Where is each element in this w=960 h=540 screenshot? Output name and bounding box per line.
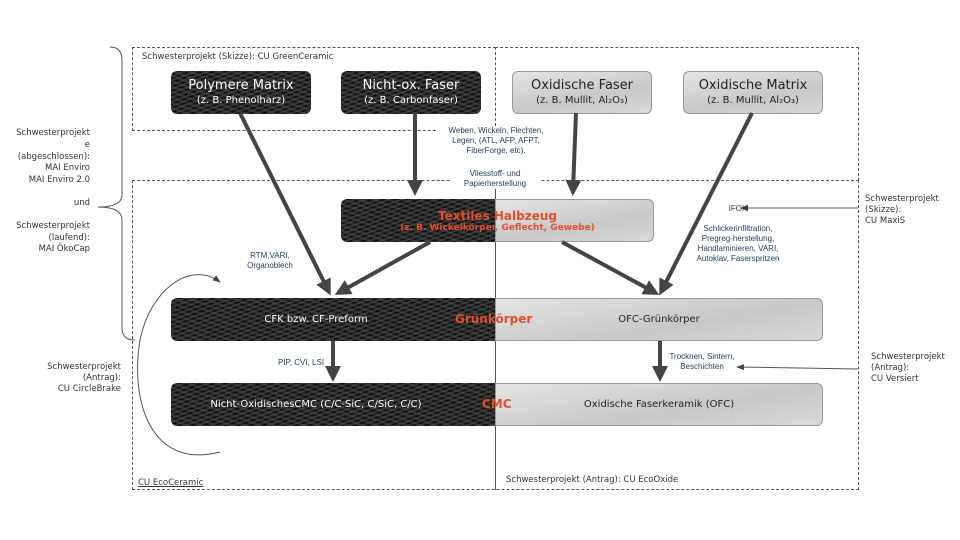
line: (Skizze):: [865, 205, 902, 215]
note-mai-projects: Schwesterprojekt e (abgeschlossen): MAI …: [2, 128, 90, 256]
line: CU CircleBrake: [57, 384, 121, 394]
process-pip: PIP, CVI, LSI: [277, 358, 325, 367]
input-oxidische-faser: Oxidische Faser (z. B. Mullit, Al₂O₃): [512, 71, 652, 114]
input-oxidische-matrix: Oxidische Matrix (z. B. Mullit, Al₂O₃): [683, 71, 823, 114]
arrow-oxmatrix-to-ofc: [659, 112, 754, 296]
line: MAI ÖkoCap: [38, 244, 90, 255]
arrow-polymer-to-cfk: [238, 112, 331, 296]
line: (laufend):: [48, 232, 90, 243]
label-green-ceramic: Schwesterprojekt (Skizze): CU GreenCeram…: [142, 52, 334, 62]
subtitle: (z. B. Phenolharz): [196, 94, 286, 106]
line: CU Versiert: [871, 374, 919, 384]
cfk-label: CFK bzw. CF-Preform: [264, 314, 368, 325]
input-nichtox-faser: Nicht-ox. Faser (z. B. Carbonfaser): [341, 71, 481, 114]
nichtox-cmc-label: Nicht-OxidischesCMC (C/C-SiC, C/SiC, C/C…: [210, 399, 422, 410]
halbzeug-title: Textiles Halbzeug: [438, 208, 557, 223]
line: (Antrag):: [871, 363, 910, 373]
arrow-halbzeug-to-ofc: [561, 240, 660, 295]
line: Schwesterprojekt: [16, 128, 90, 138]
process-trocknen: Trocknen, Sintern, Beschichten: [669, 352, 735, 371]
line: MAI Enviro 2.0: [28, 175, 90, 186]
line: Schwesterprojekt: [865, 194, 939, 204]
note-versiert: Schwesterprojekt (Antrag): CU Versiert: [871, 352, 945, 385]
cmc-label: CMC: [482, 397, 512, 411]
label-eco-ceramic: CU EcoCeramic: [138, 478, 204, 488]
process-rtm: RTM,VARI, Organoblech: [247, 251, 293, 270]
line: Schwesterprojekt: [16, 220, 90, 231]
title: Polymere Matrix: [188, 77, 294, 93]
region-top-line: [495, 47, 859, 48]
label-eco-oxide: Schwesterprojekt (Antrag): CU EcoOxide: [506, 475, 679, 485]
line: MAI Enviro: [44, 163, 90, 174]
subtitle: (z. B. Carbonfaser): [364, 94, 458, 106]
note-maxis: Schwesterprojekt (Skizze): CU MaxiS: [865, 194, 939, 227]
line: Schwesterprojekt: [871, 352, 945, 362]
halbzeug-box: Textiles Halbzeug (z. B. Wickelkörper, G…: [341, 199, 654, 242]
gruenkoerper-label: Grünkörper: [455, 312, 533, 326]
ofc-gruenkoerper-label: OFC-Grünkörper: [618, 314, 700, 325]
line: Schwesterprojekt: [47, 362, 121, 372]
line: (Antrag):: [82, 373, 121, 383]
process-ifox: IFOX: [728, 204, 748, 213]
arrow-versiert-to-trocknen: [736, 364, 859, 371]
arrow-halbzeug-to-cfk: [334, 240, 431, 295]
ofc-box: Oxidische Faserkeramik (OFC): [495, 383, 823, 426]
subtitle: (z. B. Mullit, Al₂O₃): [536, 94, 628, 106]
process-textile: Weben, Wickeln, Flechten, Legen, (ATL, A…: [436, 126, 556, 156]
title: Nicht-ox. Faser: [362, 77, 460, 93]
nichtox-cmc-box: Nicht-OxidischesCMC (C/C-SiC, C/SiC, C/C…: [171, 383, 501, 426]
line: (abgeschlossen):: [17, 151, 90, 162]
line: e: [84, 139, 90, 150]
process-vlies: Vliesstoff- und Papierherstellung: [450, 169, 540, 189]
ofc-label: Oxidische Faserkeramik (OFC): [583, 399, 735, 410]
title: Oxidische Matrix: [698, 77, 808, 93]
brace-left: [97, 46, 136, 341]
cfk-preform-box: CFK bzw. CF-Preform: [171, 298, 501, 341]
halbzeug-subtitle: (z. B. Wickelkörper, Geflecht, Gewebe): [400, 222, 595, 233]
arrow-oxfaser-to-halbzeug: [565, 112, 582, 196]
title: Oxidische Faser: [530, 77, 634, 93]
circular-arrow: [137, 274, 221, 456]
region-green-ceramic: [132, 47, 496, 131]
input-polymere-matrix: Polymere Matrix (z. B. Phenolharz): [171, 71, 311, 114]
subtitle: (z. B. Mullit, Al₂O₃): [707, 94, 799, 106]
halbzeug-dark: [341, 199, 501, 242]
line: und: [73, 197, 90, 208]
process-schlicker: Schlickerinfiltration, Pregreg-herstellu…: [696, 224, 780, 263]
region-right-line: [858, 47, 859, 181]
line: CU MaxiS: [865, 216, 906, 226]
halbzeug-light: [495, 199, 654, 242]
note-circlebrake: Schwesterprojekt (Antrag): CU CircleBrak…: [2, 362, 121, 395]
ofc-gruenkoerper-box: OFC-Grünkörper: [495, 298, 823, 341]
